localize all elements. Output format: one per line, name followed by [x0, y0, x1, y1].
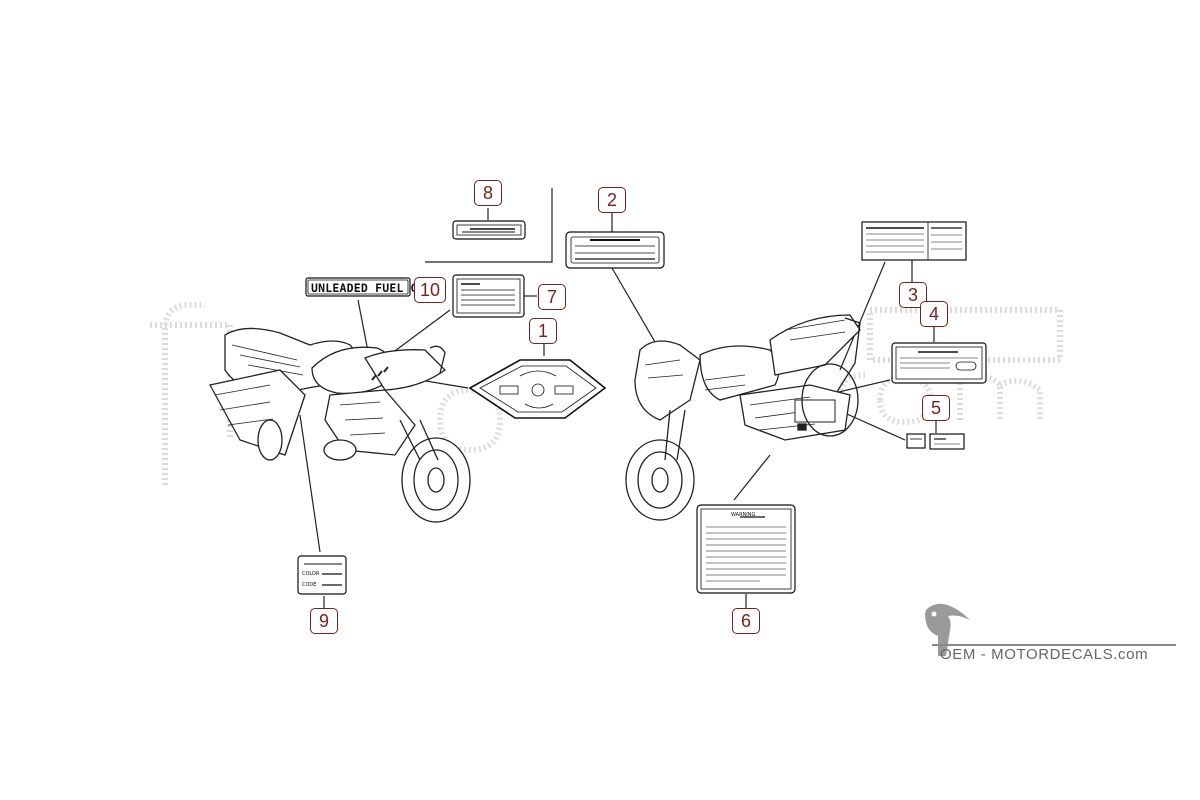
color-label-text: COLOR — [302, 571, 320, 577]
decal-7 — [452, 274, 525, 318]
leader-5b — [837, 409, 906, 441]
callout-10: 10 — [414, 277, 446, 303]
frame-line-8 — [425, 188, 553, 263]
leader-1b — [419, 379, 469, 389]
leader-6b — [733, 454, 771, 501]
decal-8 — [452, 220, 526, 240]
decal-2 — [565, 231, 665, 269]
decal-6 — [696, 504, 796, 594]
logo-divider — [932, 644, 1176, 646]
decal-1 — [468, 359, 607, 419]
decal-4 — [891, 342, 987, 384]
decal-5 — [906, 433, 965, 450]
callout-2: 2 — [598, 187, 626, 213]
warning-label-text: WARNING — [731, 512, 756, 518]
leader-9b — [299, 414, 321, 553]
motorcycle-right — [625, 314, 861, 521]
callout-4: 4 — [920, 301, 948, 327]
callout-5: 5 — [922, 395, 950, 421]
callout-7: 7 — [538, 284, 566, 310]
callout-8: 8 — [474, 180, 502, 206]
decal-9 — [297, 555, 347, 595]
callout-6: 6 — [732, 608, 760, 634]
callout-1: 1 — [529, 318, 557, 344]
motorcycle-left — [209, 327, 471, 523]
decal-3 — [861, 221, 967, 261]
callout-9: 9 — [310, 608, 338, 634]
leader-3b — [839, 261, 886, 371]
fuel-label-text: UNLEADED FUEL ONLY — [311, 281, 440, 295]
decal-10 — [305, 277, 411, 297]
toucan-icon — [925, 603, 970, 656]
code-label-text: CODE — [302, 582, 317, 588]
watermark-site-text: OEM - MOTORDECALS.com — [940, 646, 1149, 663]
